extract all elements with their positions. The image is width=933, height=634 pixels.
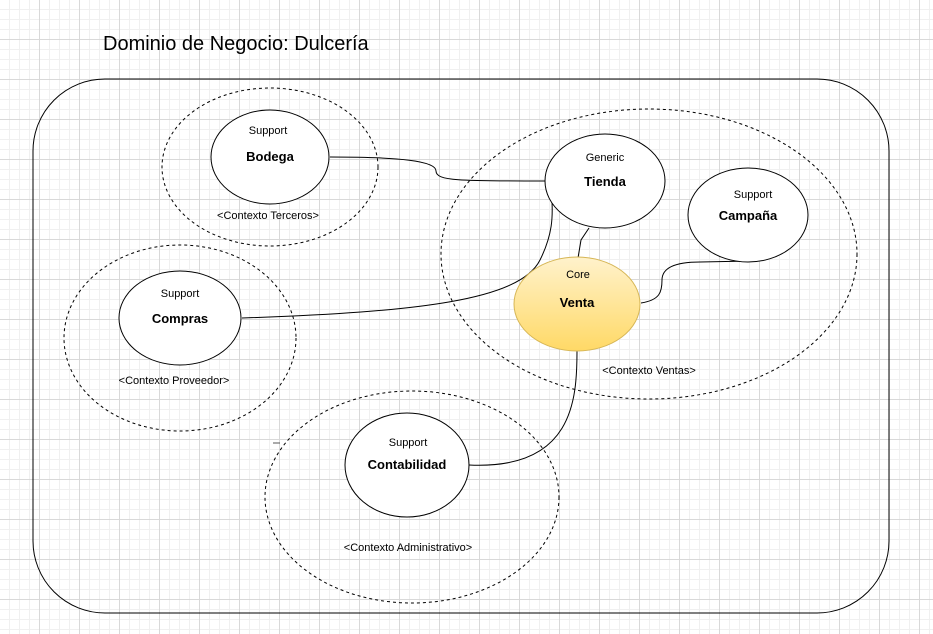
node-compras-name: Compras <box>152 311 208 326</box>
node-venta-stereotype: Core <box>566 269 590 281</box>
context-ventas-boundary[interactable] <box>440 108 858 400</box>
domain-boundary[interactable] <box>32 78 890 614</box>
context-administrativo-boundary[interactable] <box>264 390 560 604</box>
connector-compras-tienda[interactable] <box>241 199 553 319</box>
node-compras[interactable]: Support Compras <box>118 270 242 366</box>
connector-venta-contabilidad[interactable] <box>468 350 578 466</box>
node-bodega-stereotype: Support <box>249 125 288 137</box>
node-venta[interactable]: Core Venta <box>513 256 641 352</box>
node-contabilidad-name: Contabilidad <box>368 457 447 472</box>
node-bodega[interactable]: Support Bodega <box>210 109 330 205</box>
context-proveedor-boundary[interactable] <box>63 244 297 432</box>
node-bodega-name: Bodega <box>246 149 294 164</box>
node-contabilidad[interactable]: Support Contabilidad <box>344 412 470 518</box>
context-terceros-boundary[interactable] <box>161 87 379 247</box>
context-ventas-label: <Contexto Ventas> <box>602 365 696 377</box>
node-campana-name: Campaña <box>719 208 778 223</box>
connector-bodega-tienda[interactable] <box>329 156 546 182</box>
node-campana-stereotype: Support <box>734 189 773 201</box>
connector-venta-campana[interactable] <box>640 260 752 304</box>
node-venta-name: Venta <box>560 295 595 310</box>
diagram-title: Dominio de Negocio: Dulcería <box>103 33 370 55</box>
node-tienda-name: Tienda <box>584 174 626 189</box>
node-campana[interactable]: Support Campaña <box>687 167 809 263</box>
context-administrativo-label: <Contexto Administrativo> <box>344 542 472 554</box>
node-tienda-stereotype: Generic <box>586 152 625 164</box>
node-contabilidad-stereotype: Support <box>389 437 428 449</box>
context-terceros-label: <Contexto Terceros> <box>217 210 319 222</box>
context-proveedor-label: <Contexto Proveedor> <box>119 375 230 387</box>
node-tienda[interactable]: Generic Tienda <box>544 133 666 229</box>
node-compras-stereotype: Support <box>161 288 200 300</box>
connector-tienda-venta[interactable] <box>577 227 590 259</box>
